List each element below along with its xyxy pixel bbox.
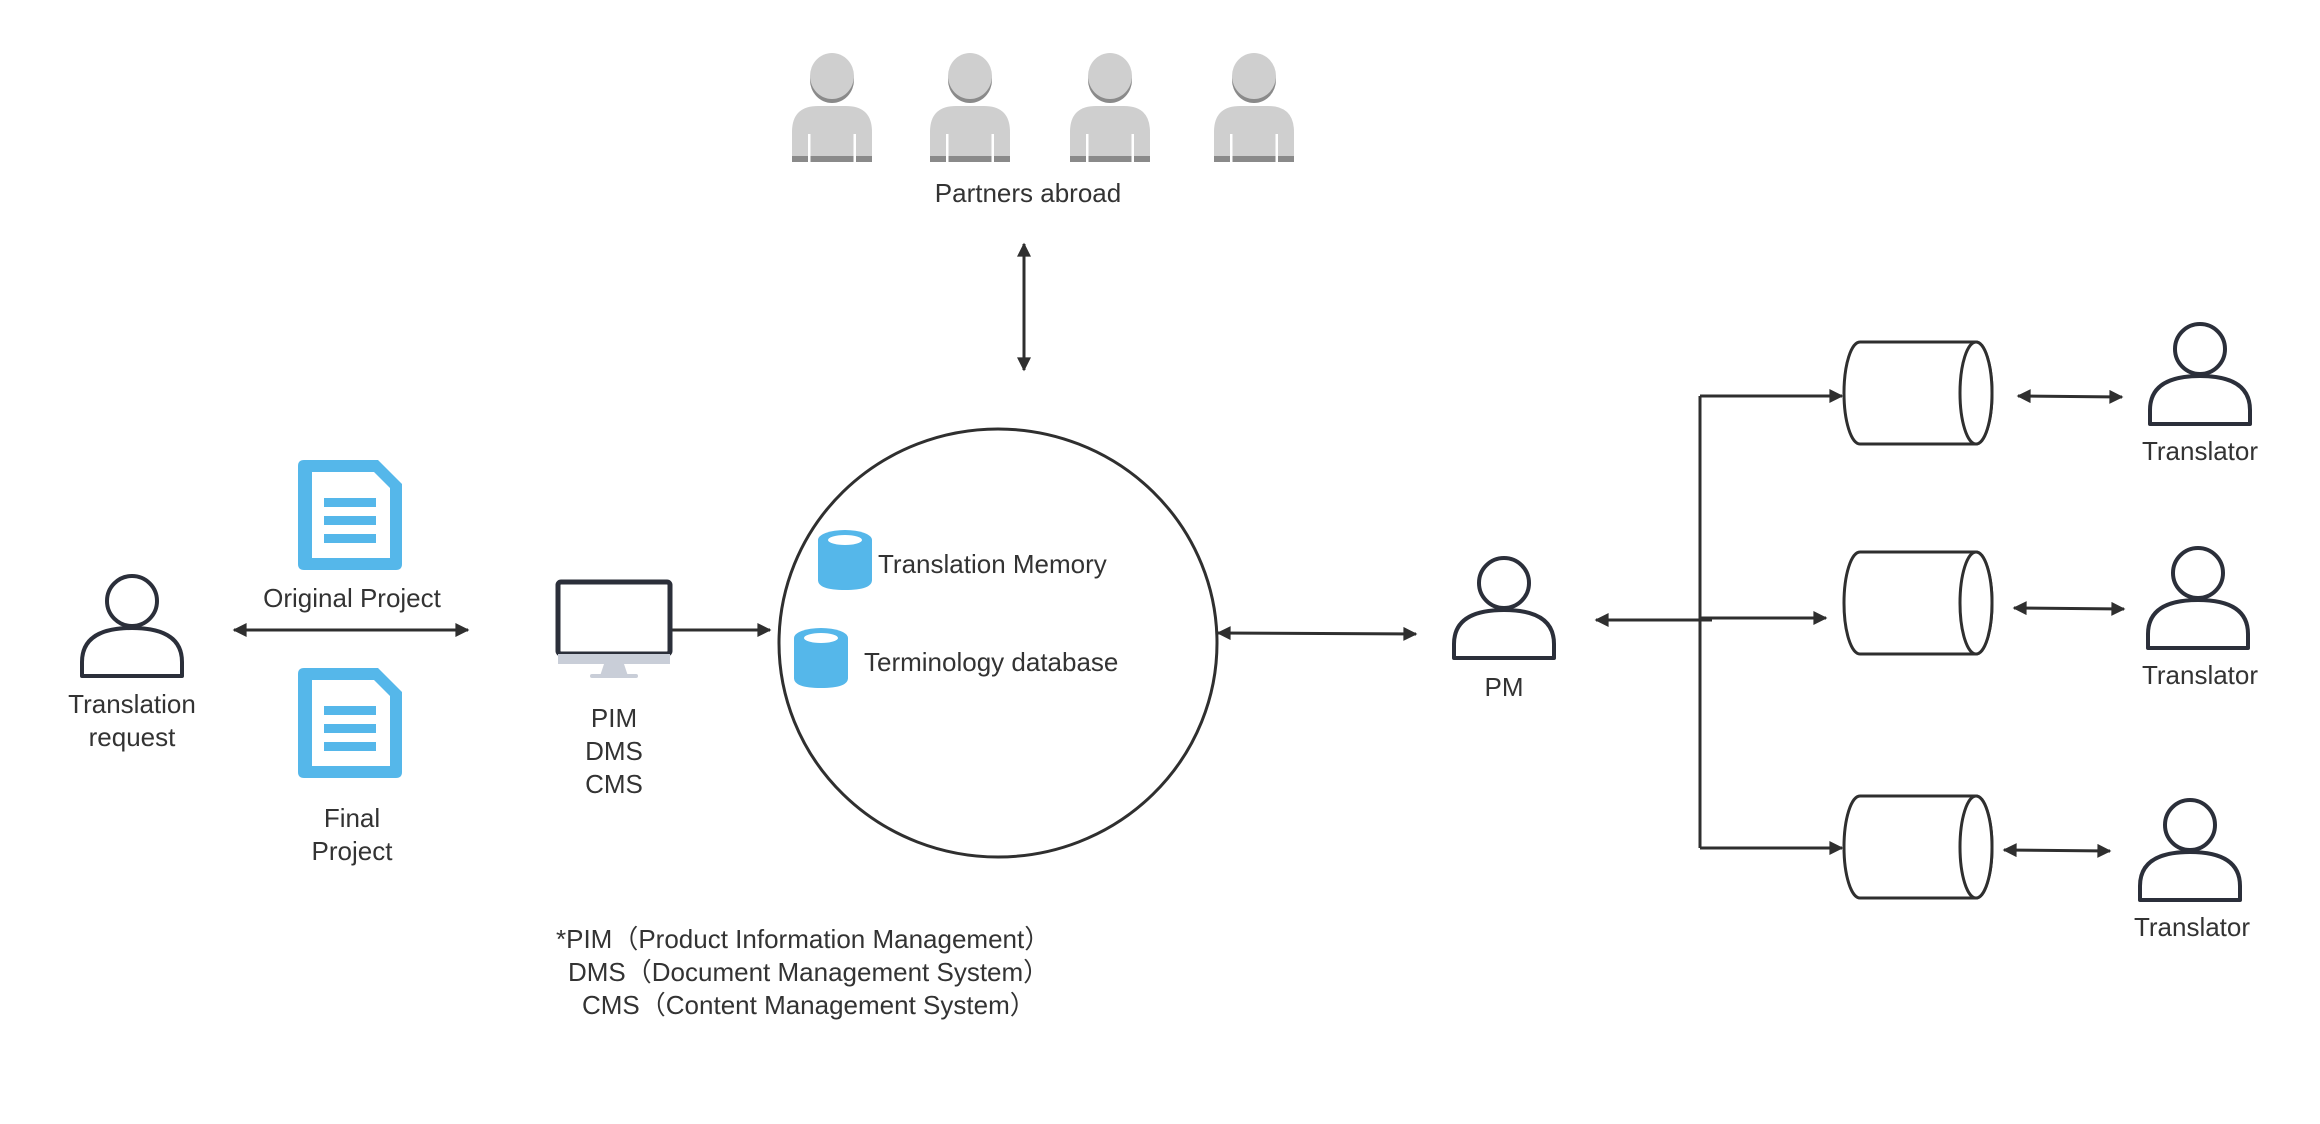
cylinder-translator-arrow	[2002, 843, 2112, 858]
systems-label-dms: DMS	[585, 736, 643, 766]
partner-icons	[792, 53, 1294, 162]
terminology-database-label: Terminology database	[864, 647, 1119, 677]
requester-label-line2: request	[88, 722, 176, 752]
translator-person-icon	[2146, 546, 2250, 650]
systems-label-pim: PIM	[590, 703, 638, 733]
partners-label: Partners abroad	[934, 178, 1122, 208]
db-pm-arrow	[1216, 626, 1418, 641]
translator-label-1: Translator	[2141, 436, 2259, 466]
translator-file-cylinder	[1842, 794, 1994, 900]
translation-memory-db-icon	[818, 530, 872, 590]
footnote-line-2: DMS（Document Management System）	[568, 957, 1050, 987]
monitor-icon	[555, 579, 673, 678]
original-project-label: Original Project	[263, 583, 441, 613]
translation-memory-label: Translation Memory	[878, 549, 1107, 579]
terminology-db-icon	[794, 628, 848, 688]
original-document-icon	[298, 460, 402, 570]
partner-person-icon	[930, 53, 1010, 162]
translator-label-2: Translator	[2141, 660, 2259, 690]
systems-label-cms: CMS	[585, 769, 643, 799]
cylinder-translator-arrow	[2016, 389, 2124, 404]
translator-file-cylinder	[1842, 550, 1994, 656]
pm-label: PM	[1484, 672, 1524, 702]
cylinder-translator-arrow	[2012, 601, 2126, 616]
final-document-icon	[298, 668, 402, 778]
partner-person-icon	[792, 53, 872, 162]
translator-label-3: Translator	[2133, 912, 2251, 942]
translator-file-cylinder	[1842, 340, 1994, 446]
requester-label-line1: Translation	[68, 689, 196, 719]
database-circle	[777, 427, 1219, 859]
partner-person-icon	[1214, 53, 1294, 162]
translator-person-icon	[2138, 798, 2242, 902]
final-project-label-line2: Project	[311, 836, 393, 866]
translator-person-icon	[2148, 322, 2252, 426]
final-project-label-line1: Final	[323, 803, 381, 833]
pm-person-icon	[1452, 556, 1556, 660]
footnote-line-1: *PIM（Product Information Management）	[556, 924, 1051, 954]
partner-person-icon	[1070, 53, 1150, 162]
footnote-line-3: CMS（Content Management System）	[582, 990, 1036, 1020]
requester-person-icon	[80, 574, 184, 678]
